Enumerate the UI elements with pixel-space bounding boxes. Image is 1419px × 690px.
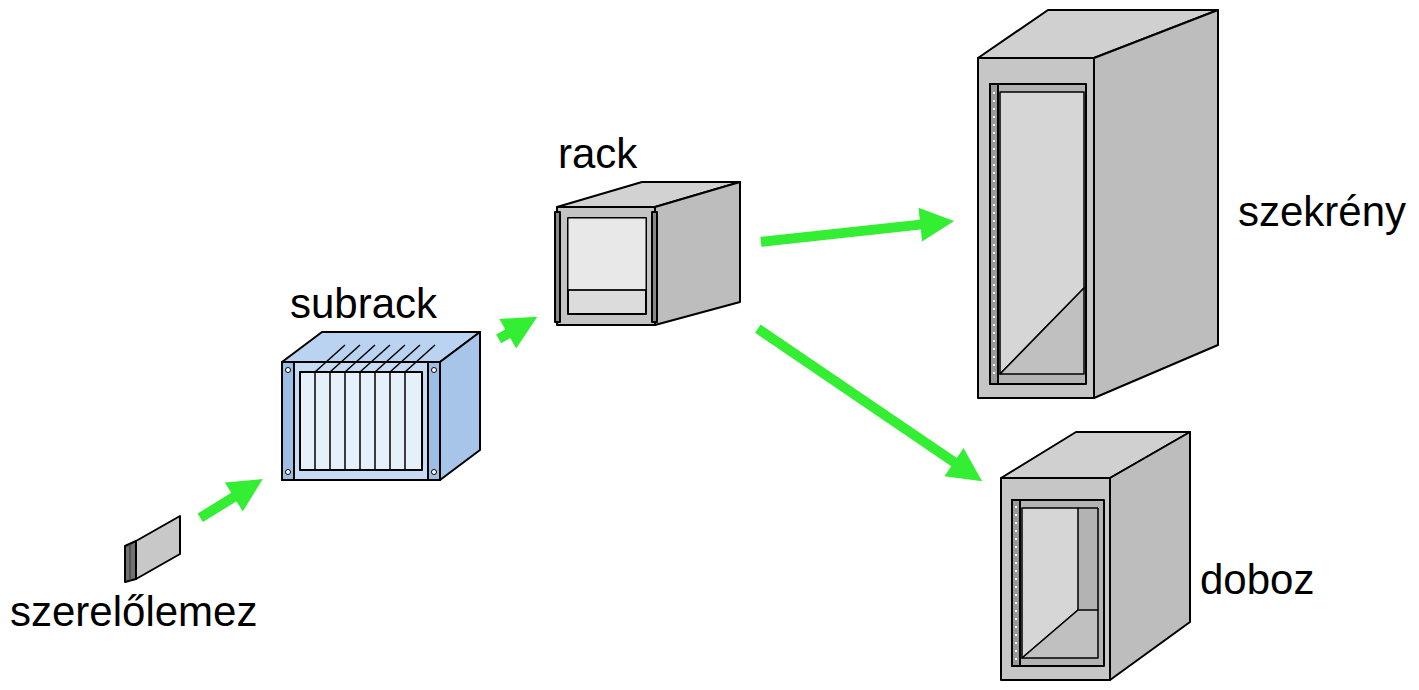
part-label: doboz — [1200, 556, 1314, 604]
arrow-shaft — [761, 224, 927, 242]
box-drawing — [1001, 432, 1190, 680]
box-node: doboz — [997, 428, 1193, 688]
arrow-head — [225, 479, 263, 511]
rack-drawing — [555, 182, 740, 325]
subrack-node: subrack — [278, 330, 483, 482]
arrow-shaft — [200, 493, 239, 517]
plate-drawing — [125, 516, 180, 582]
arrow-head — [944, 448, 982, 481]
flow-arrow — [499, 317, 538, 349]
flow-arrow — [758, 329, 982, 481]
cabinet-drawing — [978, 10, 1218, 398]
arrow-shaft — [758, 329, 960, 466]
part-label: subrack — [290, 280, 437, 328]
arrow-head — [918, 208, 954, 242]
flow-arrow — [761, 208, 954, 242]
rack-node: rack — [553, 180, 743, 328]
subrack-drawing — [282, 332, 480, 480]
part-label: rack — [558, 130, 637, 178]
flow-arrow — [200, 479, 262, 518]
arrow-head — [499, 317, 537, 349]
part-label: szekrény — [1238, 188, 1406, 236]
mounting-plate-node: szerelőlemez — [120, 510, 185, 585]
cabinet-node: szekrény — [972, 8, 1222, 403]
part-label: szerelőlemez — [10, 588, 257, 636]
